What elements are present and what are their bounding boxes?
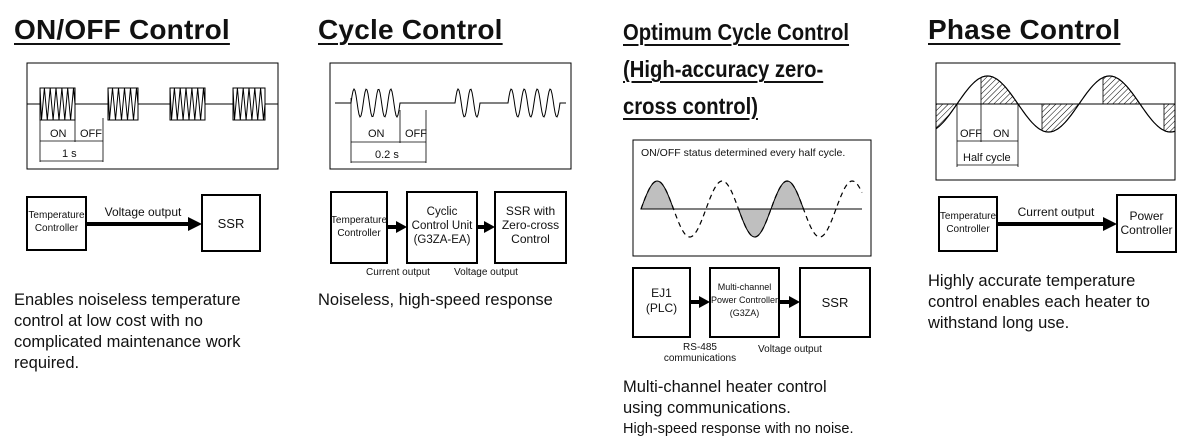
cycle-current-output-label: Current output: [366, 267, 430, 278]
optimum-title-line-2: (High-accuracy zero-: [623, 56, 824, 82]
optimum-description-2: High-speed response with no noise.: [623, 421, 854, 437]
on-off-burst: [232, 87, 266, 121]
ssr-box: [201, 194, 261, 252]
voltage-output-label: Voltage output: [105, 205, 182, 219]
phase-half-cycle-label: Half cycle: [963, 152, 1011, 164]
current-output-arrowhead: [1103, 217, 1117, 231]
ej1-plc-label: EJ1(PLC): [646, 286, 677, 315]
optimum-wave-frame: [632, 139, 872, 257]
optimum-cycle-title: Optimum Cycle Control (High-accuracy zer…: [623, 14, 849, 125]
phase-conduction-areas: [935, 75, 1176, 133]
cycle-on-label: ON: [368, 128, 385, 140]
phase-sine-wave: [935, 75, 1176, 133]
cycle-description: Noiseless, high-speed response: [318, 291, 553, 309]
on-off-wave-frame: [26, 62, 279, 170]
cycle-period-label: 0.2 s: [375, 149, 399, 161]
ssr-label: SSR: [218, 216, 245, 231]
optimum-box-caption: ON/OFF status determined every half cycl…: [641, 147, 845, 159]
on-off-title: ON/OFF Control: [14, 14, 230, 45]
cycle-dimension-lines: [350, 98, 427, 163]
phase-dimension-lines: [956, 104, 1019, 167]
phase-on-label: ON: [993, 128, 1010, 140]
cycle-voltage-output-label: Voltage output: [454, 267, 518, 278]
phase-control-title: Phase Control: [928, 14, 1121, 45]
on-off-burst: [169, 87, 206, 121]
on-off-wave: [27, 87, 278, 121]
on-off-on-label: ON: [50, 128, 67, 140]
cycle-control-title: Cycle Control: [318, 14, 503, 45]
optimum-title-line-3: cross control): [623, 93, 758, 119]
on-off-off-label: OFF: [80, 128, 102, 140]
cycle-wave: [335, 87, 566, 119]
phase-current-output-label: Current output: [1018, 205, 1095, 219]
voltage-output-arrowhead: [188, 217, 202, 231]
on-off-period-label: 1 s: [62, 148, 77, 160]
optimum-voltage-output-label: Voltage output: [758, 344, 822, 355]
optimum-title-line-1: Optimum Cycle Control: [623, 19, 850, 45]
ssr-zero-cross-box: [494, 191, 567, 264]
on-off-burst: [107, 87, 139, 121]
on-off-dimension-lines: [39, 88, 104, 162]
power-controller-box: [1116, 194, 1177, 253]
cycle-off-label: OFF: [405, 128, 427, 140]
phase-off-label: OFF: [960, 128, 982, 140]
optimum-ssr-box: [799, 267, 871, 338]
cycle-wave-frame: [329, 62, 572, 170]
optimum-ssr-label: SSR: [822, 295, 849, 310]
